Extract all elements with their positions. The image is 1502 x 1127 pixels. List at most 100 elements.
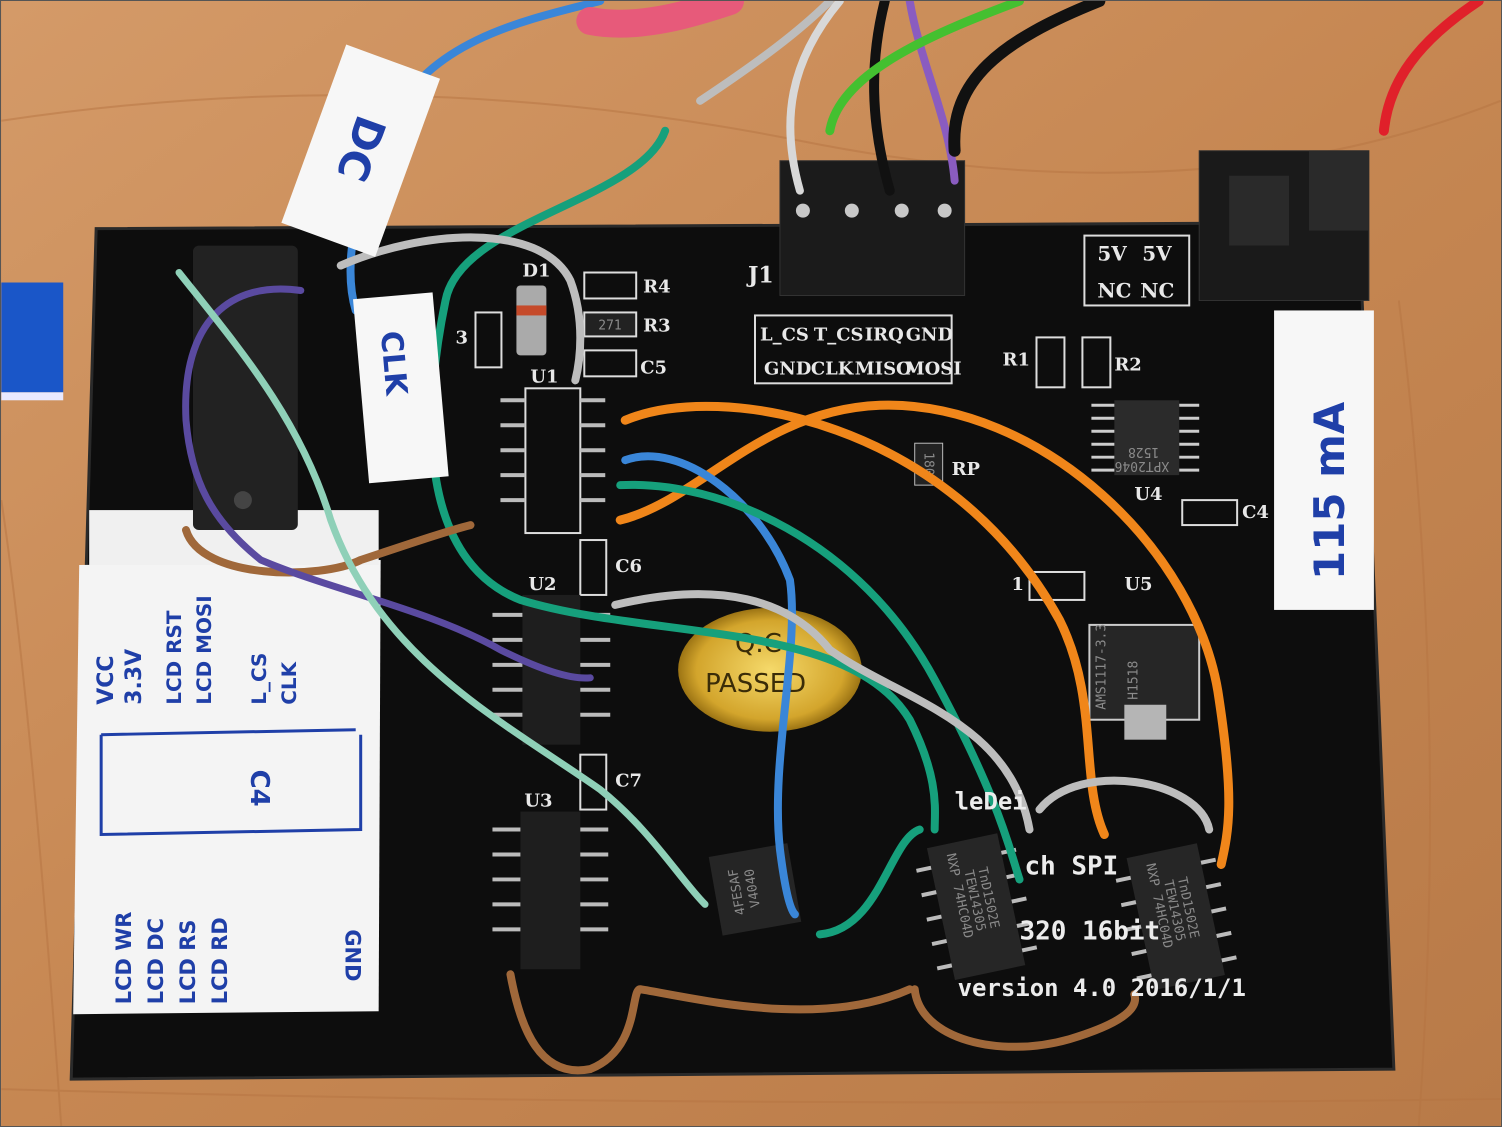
pin-label: 3.3V (122, 649, 147, 705)
title-text: ch SPI (1025, 851, 1119, 881)
grey-wire (611, 590, 1034, 834)
ref-u2: U2 (528, 574, 556, 595)
header-pin-label: GND (764, 358, 811, 379)
pinout-handwriting: VCC 3.3V LCD RST LCD MOSI L_CS CLK C4 LC… (94, 595, 365, 1004)
pink-wire (576, 1, 745, 38)
small-ic-marking: V4040 (742, 868, 764, 909)
clk-tag-text: CLK (373, 330, 414, 399)
current-tag-text: 115 mA (1305, 401, 1354, 580)
ref-u3: U3 (524, 791, 552, 812)
power-header-socket (1309, 150, 1369, 231)
u4-marking: XPT2046 (1115, 458, 1170, 473)
jumper-wires (175, 1, 1484, 1075)
current-tag: 115 mA (1274, 310, 1374, 610)
header-pin-label: MOSI (905, 358, 962, 379)
ref-r1: R1 (1003, 349, 1030, 370)
header-pin-label: GND (906, 324, 953, 345)
brown-wire (506, 970, 914, 1075)
red-wire (1378, 1, 1484, 136)
ref-c4: C4 (1242, 502, 1269, 523)
spec-text: 320 16bit (1020, 916, 1161, 946)
pin-label: GND (341, 929, 365, 981)
u5-marking: AMS1117-3.3 (1094, 624, 1109, 710)
black-wire (869, 1, 895, 196)
hc04-chip-right: NXP 74HC04D TEW14305 TnD1502E (1115, 843, 1237, 990)
board-title-silkscreen: leDei ch SPI 320 16bit version 4.0 2016/… (955, 788, 1246, 1003)
hc04-marking: NXP (943, 852, 963, 878)
mint-wire (175, 269, 709, 908)
ref-c7: C7 (615, 771, 642, 792)
grey-wire (1035, 776, 1214, 834)
dip-chip (192, 245, 298, 531)
ribbon-edge (1, 392, 64, 401)
brown-wire (910, 985, 1140, 1051)
orange-wire (615, 400, 1234, 869)
grey-wire (696, 1, 834, 105)
orange-wire (620, 401, 1109, 840)
dc-tag: DC (281, 44, 441, 257)
clk-tag: CLK (353, 292, 449, 484)
power-pin-label: 5V (1142, 242, 1172, 266)
u5-marking: H1518 (1126, 661, 1141, 700)
ic-pins (492, 398, 611, 932)
grey-wire (786, 1, 844, 195)
ref-u4: U4 (1134, 484, 1162, 505)
pin-label: CLK (277, 660, 301, 704)
diode-band (516, 305, 547, 316)
pinout-paper (73, 560, 381, 1015)
u5-tab (1124, 704, 1167, 740)
ref-c6: C6 (615, 556, 642, 577)
power-pin-label: NC (1140, 278, 1174, 302)
hc04-marking: NXP (1142, 862, 1162, 888)
pin-label: LCD RS (176, 920, 200, 1005)
ref-q1: 1 (1012, 574, 1025, 595)
ref-rp: RP (952, 459, 981, 480)
header-pin-label: IRQ (865, 324, 904, 345)
pin-label: LCD RD (208, 917, 232, 1004)
qc-passed-sticker: Q.C PASSED (678, 607, 862, 732)
u4-pins (1091, 403, 1200, 472)
brand-text: leDei (955, 788, 1027, 816)
ref-j1: J1 (746, 262, 774, 288)
header-pin-label: T_CS (814, 324, 864, 345)
dip-chip-dot (233, 491, 252, 510)
ref-r3: R3 (643, 315, 670, 336)
small-ic (708, 843, 802, 936)
header-pin-label: CLK (811, 358, 855, 379)
diode-d1 (516, 285, 547, 356)
power-pin-label: NC (1097, 278, 1131, 302)
ref-c3: 3 (456, 327, 468, 348)
purple-wire (905, 1, 959, 185)
header-pin-label: L_CS (760, 324, 809, 345)
ic-mark: C4 (244, 770, 274, 807)
grey-wire (336, 233, 585, 385)
purple-wire (182, 285, 594, 682)
pin-label: VCC (94, 656, 119, 705)
u3-chip (520, 811, 581, 970)
teal-wire (815, 825, 924, 939)
pin-label: L_CS (247, 653, 271, 705)
pin-label: LCD RST (162, 610, 186, 705)
j1-pins (795, 203, 952, 218)
u4-marking: 1528 (1128, 444, 1159, 459)
blue-ribbon (1, 282, 64, 393)
power-header-socket (1229, 175, 1290, 246)
pin-label: LCD WR (112, 912, 136, 1005)
ref-d1: D1 (522, 261, 550, 282)
j1-header (779, 160, 966, 296)
r3-value: 271 (598, 318, 621, 333)
ref-r2: R2 (1114, 354, 1141, 375)
black-wire (948, 1, 1106, 157)
version-text: version 4.0 2016/1/1 (958, 974, 1246, 1002)
header-pin-label: MISO (855, 358, 912, 379)
ref-u1: U1 (530, 366, 558, 387)
teal-wire (616, 480, 1024, 884)
ref-r4: R4 (643, 276, 670, 297)
ref-c5: C5 (640, 357, 667, 378)
ref-u5: U5 (1124, 574, 1152, 595)
hc04-chip-left: NXP 74HC04D TEW14305 TnD1502E (916, 833, 1038, 981)
teal-wire (427, 126, 939, 834)
green-wire (825, 1, 1025, 136)
pin-label: LCD DC (144, 918, 168, 1004)
